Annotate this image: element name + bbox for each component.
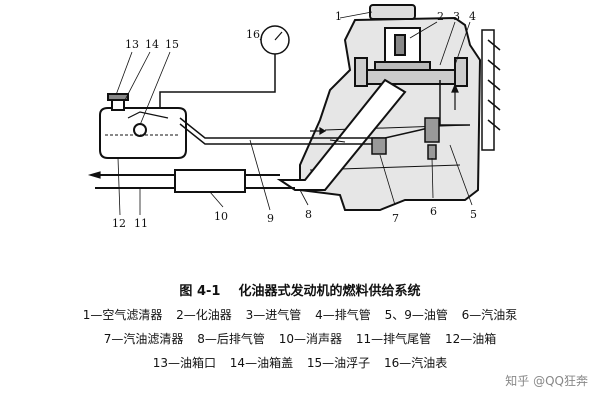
callout-10: 10 — [214, 210, 228, 223]
legend-item: 16—汽油表 — [384, 356, 447, 370]
air-filter — [370, 5, 415, 19]
callout-8: 8 — [305, 208, 312, 221]
figure-title: 化油器式发动机的燃料供给系统 — [239, 284, 421, 299]
callout-16: 16 — [246, 28, 260, 41]
legend-item: 8—后排气管 — [197, 332, 265, 346]
legend-item: 14—油箱盖 — [230, 356, 293, 370]
legend-line-3: 13—油箱口 14—油箱盖 15—油浮子 16—汽油表 — [0, 354, 600, 371]
legend-item: 12—油箱 — [445, 332, 496, 346]
watermark: 知乎 @QQ狂奔 — [505, 372, 588, 389]
legend-item: 4—排气管 — [315, 308, 371, 322]
callout-13: 13 — [125, 38, 139, 51]
legend-item: 6—汽油泵 — [462, 308, 518, 322]
callout-11: 11 — [134, 217, 148, 230]
legend-item: 13—油箱口 — [153, 356, 216, 370]
legend-line-1: 1—空气滤清器 2—化油器 3—进气管 4—排气管 5、9—油管 6—汽油泵 — [0, 306, 600, 323]
muffler — [95, 170, 295, 192]
callout-7: 7 — [392, 212, 399, 225]
figure-number: 图 4-1 — [179, 284, 220, 299]
fuel-filter — [372, 138, 386, 154]
callout-5: 5 — [470, 208, 477, 221]
callout-4: 4 — [469, 10, 476, 23]
legend-line-2: 7—汽油滤清器 8—后排气管 10—消声器 11—排气尾管 12—油箱 — [0, 330, 600, 347]
fuel-tank — [100, 94, 186, 158]
figure-caption: 图 4-1 化油器式发动机的燃料供给系统 — [0, 280, 600, 299]
legend-item: 10—消声器 — [279, 332, 342, 346]
callout-15: 15 — [165, 38, 179, 51]
fuel-system-diagram: 1 2 3 4 5 6 7 8 9 10 11 12 13 14 15 16 — [0, 0, 600, 270]
callout-14: 14 — [145, 38, 159, 51]
callout-6: 6 — [430, 205, 437, 218]
callout-2: 2 — [437, 10, 444, 23]
callout-1: 1 — [335, 10, 342, 23]
callout-3: 3 — [453, 10, 460, 23]
legend-item: 11—排气尾管 — [356, 332, 431, 346]
legend-item: 2—化油器 — [176, 308, 232, 322]
fan — [482, 30, 500, 150]
fuel-gauge — [160, 26, 289, 108]
callout-9: 9 — [267, 212, 274, 225]
legend-item: 1—空气滤清器 — [83, 308, 163, 322]
callout-12: 12 — [112, 217, 126, 230]
legend-item: 3—进气管 — [246, 308, 302, 322]
legend-item: 7—汽油滤清器 — [104, 332, 184, 346]
legend-item: 5、9—油管 — [385, 308, 448, 322]
legend-item: 15—油浮子 — [307, 356, 370, 370]
